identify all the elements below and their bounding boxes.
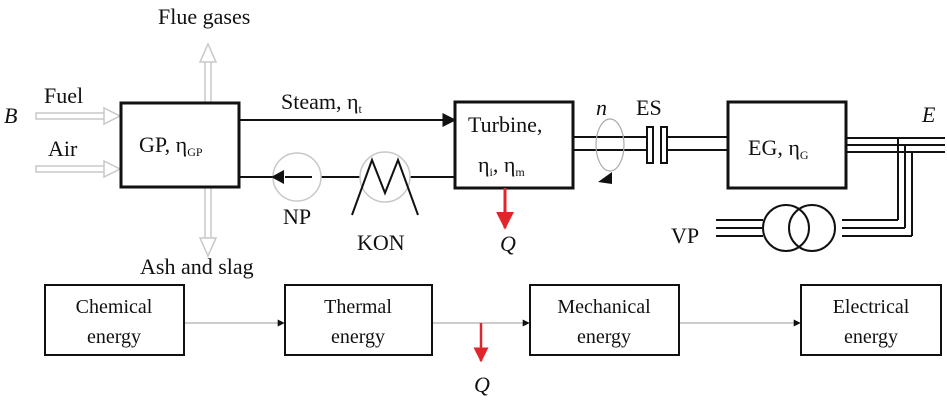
- es-label: ES: [636, 95, 662, 120]
- mechanical-energy-box: [529, 284, 680, 356]
- kon-label: KON: [357, 230, 405, 255]
- air-input-arrow: [35, 159, 122, 179]
- mechanical-energy-line1: Mechanical: [557, 296, 651, 318]
- air-label: Air: [48, 136, 78, 161]
- fuel-label: Fuel: [44, 83, 83, 108]
- turbine-label-line2: ηi, ηm: [478, 152, 525, 179]
- electrical-energy-line1: Electrical: [833, 296, 910, 318]
- vp-label: VP: [671, 223, 699, 248]
- steam-label: Steam, ηt: [281, 89, 363, 116]
- thermal-energy-line1: Thermal: [324, 296, 392, 318]
- np-label: NP: [283, 204, 311, 229]
- turbine-label-line1: Turbine,: [468, 112, 542, 137]
- mechanical-energy-line2: energy: [577, 326, 631, 348]
- turbine-box: [453, 100, 575, 190]
- thermal-energy-box: [284, 284, 433, 356]
- eg-box: [726, 100, 848, 190]
- electrical-energy-box: [800, 284, 942, 356]
- energy-q-label: Q: [474, 372, 490, 397]
- energy-chain: Chemical energy Thermal energy Mechanica…: [44, 284, 942, 397]
- b-label: B: [4, 103, 17, 128]
- eg-label: EG, ηG: [748, 135, 809, 162]
- ash-slag-label: Ash and slag: [140, 254, 254, 279]
- np-pump: [271, 152, 322, 202]
- chemical-energy-box: [44, 284, 185, 356]
- chemical-energy-line2: energy: [87, 326, 141, 348]
- e-label: E: [921, 102, 936, 127]
- eg-output-bus: [842, 137, 945, 237]
- chemical-energy-line1: Chemical: [76, 296, 153, 318]
- thermal-energy-line2: energy: [331, 326, 385, 348]
- turbine-q-label: Q: [500, 231, 516, 256]
- gp-box: [119, 101, 241, 189]
- electrical-energy-line2: energy: [844, 326, 898, 348]
- kon-condenser: [351, 151, 419, 216]
- gp-label: GP, ηGP: [139, 132, 203, 159]
- transformer-icon: [716, 204, 836, 252]
- flue-gases-label: Flue gases: [158, 4, 250, 29]
- fuel-input-arrow: [35, 106, 122, 126]
- rotation-indicator: [595, 118, 625, 184]
- n-label: n: [596, 95, 607, 120]
- shaft: [573, 126, 728, 164]
